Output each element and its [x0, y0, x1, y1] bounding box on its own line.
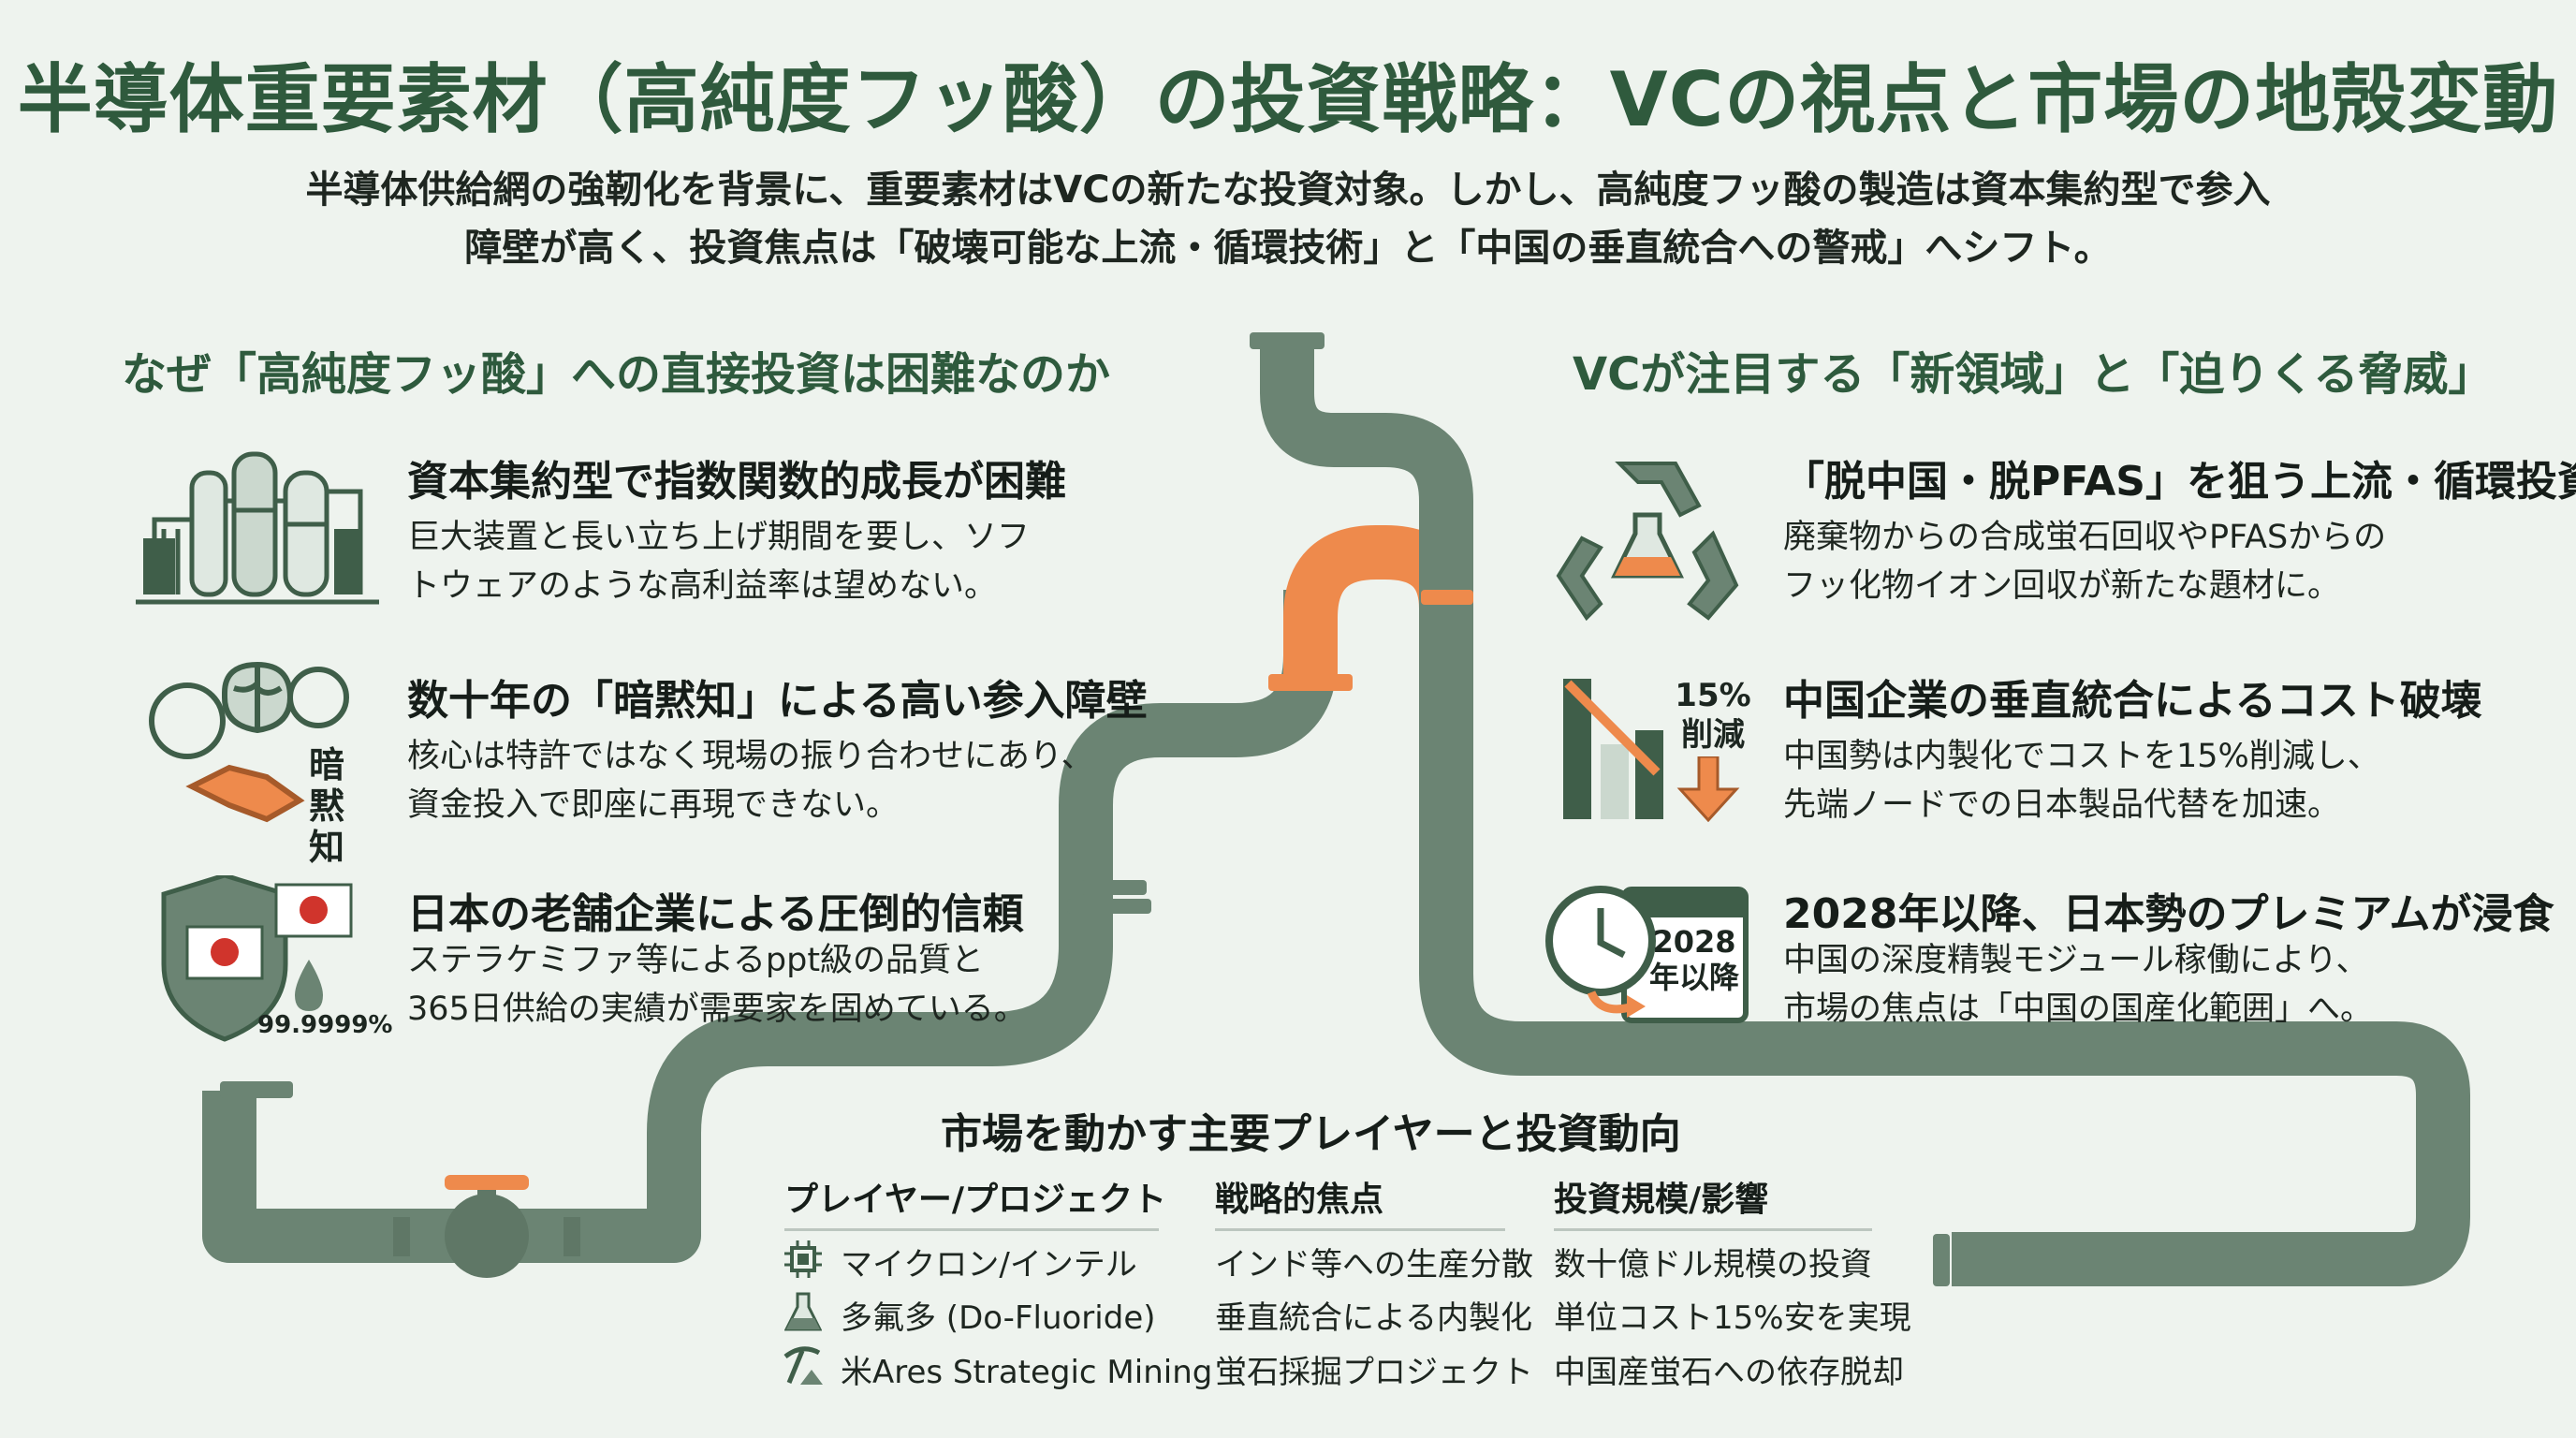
col-head-scale: 投資規模/影響	[1554, 1172, 1872, 1231]
right-section-heading: VCが注目する「新領域」と「迫りくる脅威」	[1573, 348, 2494, 401]
tacit-knowledge-icon	[149, 661, 349, 823]
row-2-focus: 垂直統合による内製化	[1215, 1299, 1532, 1337]
cost-down-word: 削減	[1681, 716, 1745, 754]
col-head-player: プレイヤー/プロジェクト	[784, 1172, 1166, 1231]
right-item-1-desc: 廃棄物からの合成蛍石回収やPFASからの フッ化物イオン回収が新たな題材に。	[1783, 519, 2387, 605]
japan-shield-icon	[161, 875, 353, 1042]
chip-icon	[784, 1240, 822, 1278]
left-item-2-desc: 核心は特許ではなく現場の振り合わせにあり、 資金投入で即座に再現できない。	[407, 738, 1094, 824]
right-item-2-title: 中国企業の垂直統合によるコスト破壊	[1783, 677, 2482, 725]
row-3-player: 米Ares Strategic Mining	[841, 1354, 1213, 1391]
left-item-3-desc: ステラケミファ等によるppt級の品質と 365日供給の実績が需要家を固めている。	[407, 942, 1027, 1028]
right-item-2-desc: 中国勢は内製化でコストを15%削減し、 先端ノードでの日本製品代替を加速。	[1783, 738, 2380, 824]
tacit-knowledge-label: 暗黙知	[309, 744, 345, 868]
col-head-focus: 戦略的焦点	[1215, 1172, 1505, 1231]
flask-icon	[784, 1292, 822, 1331]
cost-down-pct: 15%	[1675, 677, 1751, 714]
left-item-1-desc: 巨大装置と長い立ち上げ期間を要し、ソフ トウェアのような高利益率は望めない。	[407, 519, 1031, 605]
left-item-3-title: 日本の老舗企業による圧倒的信頼	[407, 890, 1024, 938]
purity-label: 99.9999%	[257, 1011, 393, 1039]
players-table-title: 市場を動かす主要プレイヤーと投資動向	[941, 1110, 1681, 1158]
page-subtitle: 半導体供給網の強靭化を背景に、重要素材はVCの新たな投資対象。しかし、高純度フッ…	[187, 161, 2389, 277]
left-section-heading: なぜ「高純度フッ酸」への直接投資は困難なのか	[122, 348, 1111, 401]
calendar-year: 2028	[1652, 924, 1736, 960]
recycle-flask-icon	[1556, 462, 1739, 622]
left-item-1-title: 資本集約型で指数関数的成長が困難	[407, 458, 1066, 506]
row-1-focus: インド等への生産分散	[1215, 1246, 1533, 1284]
subtitle-line-1: 半導体供給網の強靭化を背景に、重要素材はVCの新たな投資対象。しかし、高純度フッ…	[305, 169, 2271, 212]
valve-icon	[393, 1175, 580, 1278]
right-item-3-title: 2028年以降、日本勢のプレミアムが浸食	[1783, 890, 2554, 938]
down-arrow-icon	[1676, 756, 1740, 822]
pipe-right	[1419, 618, 2470, 1286]
subtitle-line-2: 障壁が高く、投資焦点は「破壊可能な上流・循環技術」と「中国の垂直統合への警戒」へ…	[464, 227, 2112, 270]
factory-icon	[136, 451, 379, 605]
calendar-after: 年以降	[1648, 960, 1739, 995]
pipe-left-lower	[202, 590, 1338, 1263]
right-item-3-desc: 中国の深度精製モジュール稼働により、 市場の焦点は「中国の国産化範囲」へ。	[1783, 942, 2374, 1028]
row-3-scale: 中国産蛍石への依存脱却	[1554, 1354, 1904, 1391]
page-title: 半導体重要素材（高純度フッ酸）の投資戦略：VCの視点と市場の地殻変動	[17, 56, 2559, 143]
row-1-scale: 数十億ドル規模の投資	[1554, 1246, 1872, 1284]
pipe-top-inlet	[1260, 342, 1473, 618]
left-item-2-title: 数十年の「暗黙知」による高い参入障壁	[407, 677, 1148, 725]
right-item-1-title: 「脱中国・脱PFAS」を狙う上流・循環投資	[1783, 458, 2576, 506]
calendar-label: 2028 年以降	[1643, 924, 1746, 995]
cost-down-chart-icon	[1563, 679, 1663, 819]
row-1-player: マイクロン/インテル	[841, 1246, 1137, 1284]
row-3-focus: 蛍石採掘プロジェクト	[1215, 1354, 1533, 1391]
cost-down-label: 15% 削減	[1671, 676, 1755, 755]
clock-calendar-icon	[1545, 886, 1749, 1023]
pickaxe-icon	[783, 1346, 823, 1385]
row-2-scale: 単位コスト15%安を実現	[1554, 1299, 1911, 1337]
row-2-player: 多氟多 (Do-Fluoride)	[841, 1299, 1156, 1337]
